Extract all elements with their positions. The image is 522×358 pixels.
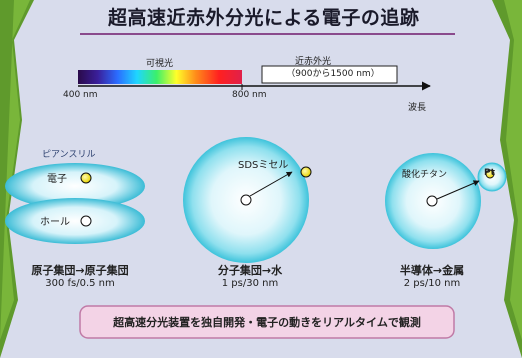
hole-dot (80, 215, 92, 227)
pt-label: Pt (484, 168, 495, 178)
panel1-caption: 原子集団→原子集団 (31, 264, 129, 277)
footer-text: 超高速分光装置を独自開発・電子の動きをリアルタイムで観測 (113, 316, 421, 329)
micelle-origin-dot (240, 194, 252, 206)
panel3-caption: 半導体→金属 (399, 264, 465, 277)
electron-label: 電子 (47, 174, 67, 185)
panel3-material-label: 酸化チタン (402, 170, 448, 180)
visible-light-label: 可視光 (146, 59, 174, 69)
footer-box (79, 305, 455, 339)
micelle-arrow (249, 171, 293, 197)
wavelength-axis-label: 波長 (408, 103, 427, 113)
left-frame-highlight (0, 0, 30, 340)
panel1-scale: 300 fs/0.5 nm (45, 278, 115, 289)
panel2-caption: 分子集団→水 (217, 264, 283, 277)
tick-label-400: 400 nm (63, 90, 98, 100)
slide-title: 超高速近赤外分光による電子の追跡 (108, 7, 420, 29)
panel1-material-label: ピアンスリル (42, 150, 96, 160)
panel2-material-label: SDSミセル (238, 160, 289, 171)
nir-range-label: （900から1500 nm） (286, 69, 380, 79)
nir-label: 近赤外光 (295, 57, 332, 67)
hole-orbital (5, 198, 145, 244)
visible-spectrum-bar (78, 70, 242, 84)
tio2-arrow (436, 180, 480, 200)
nir-range-box (261, 65, 398, 84)
micelle-electron-dot (300, 166, 312, 178)
tio2-origin-dot (426, 195, 438, 207)
right-frame-highlight (504, 0, 522, 340)
panel2-scale: 1 ps/30 nm (221, 278, 279, 289)
panel3-scale: 2 ps/10 nm (403, 278, 461, 289)
hole-label: ホール (40, 217, 70, 228)
electron-orbital (5, 163, 145, 209)
pt-electron-dot (485, 169, 495, 179)
electron-dot (80, 172, 92, 184)
tick-label-800: 800 nm (232, 90, 267, 100)
